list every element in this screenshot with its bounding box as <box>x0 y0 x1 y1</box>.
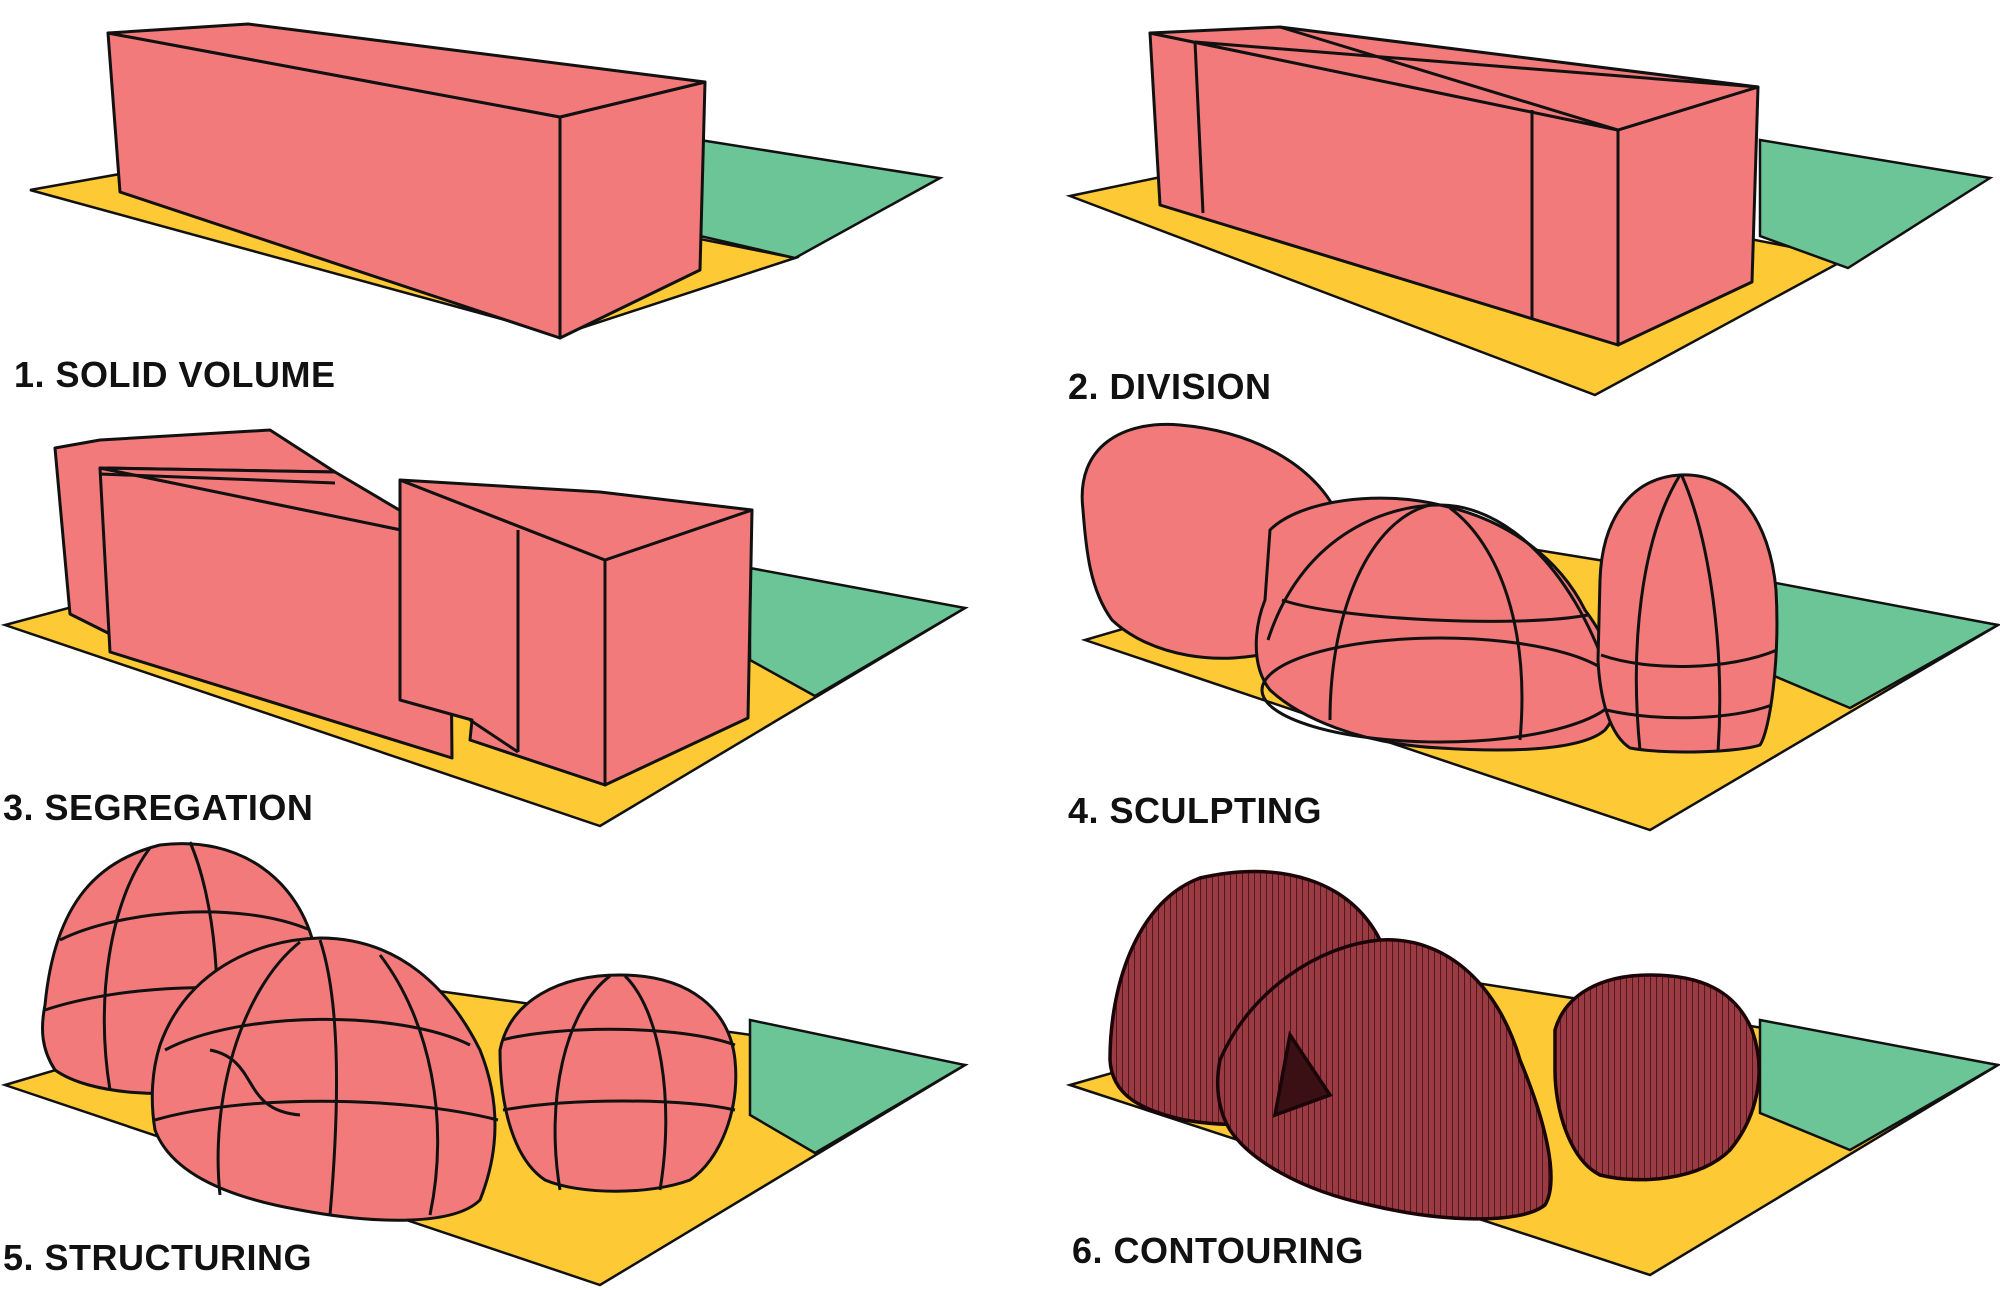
ground-secondary-plane <box>1758 138 1994 270</box>
gap-notch <box>469 718 519 754</box>
right-grid-a <box>501 1027 736 1047</box>
sculpted-dome-middle <box>1254 496 1620 752</box>
sculpted-forms <box>1080 422 1779 754</box>
block-side-face <box>558 80 707 340</box>
contoured-forms <box>1108 869 1761 1221</box>
left-grid-a <box>59 910 311 942</box>
middle-grid-d <box>318 939 339 1216</box>
contoured-form-middle <box>1215 938 1553 1221</box>
middle-block-top-edge <box>99 472 336 485</box>
right-grid-d <box>623 974 668 1191</box>
left-grid-c <box>102 847 152 1091</box>
panel-label-solid-volume: 1. SOLID VOLUME <box>14 354 336 395</box>
ground-secondary-plane <box>698 138 944 260</box>
division-line-top-a <box>1194 40 1759 89</box>
egg-meridian-a <box>1634 474 1682 751</box>
middle-grid-a <box>164 1017 471 1052</box>
block-top-face <box>106 22 707 119</box>
panel-label-segregation: 3. SEGREGATION <box>3 787 314 828</box>
solid-volume-block <box>106 22 707 340</box>
panel-label-division: 2. DIVISION <box>1068 366 1272 407</box>
structured-form-right <box>498 973 738 1193</box>
division-line-top-b <box>1279 25 1619 132</box>
egg-parallel-a <box>1600 648 1778 668</box>
middle-block-top <box>98 466 452 542</box>
sculpted-egg-right <box>1596 473 1779 754</box>
panel-structuring <box>0 841 969 1287</box>
segregated-blocks <box>53 428 754 787</box>
middle-grid-b <box>154 1099 499 1122</box>
middle-grid-e <box>378 954 440 1216</box>
division-line-vertical-left <box>1193 41 1205 214</box>
ground-secondary-plane <box>748 566 969 698</box>
right-grid-b <box>502 1099 736 1112</box>
ground-secondary-plane <box>748 1018 969 1155</box>
structured-forms <box>40 841 738 1222</box>
right-grid-c <box>553 974 611 1191</box>
right-block-top <box>398 478 754 562</box>
panel-division <box>1065 25 1994 397</box>
contoured-form-right <box>1553 973 1761 1182</box>
divided-block <box>1148 25 1760 347</box>
egg-meridian-b <box>1680 475 1722 753</box>
dome-meridian-c <box>1449 506 1524 741</box>
contour-fold-shadow <box>1272 1030 1333 1118</box>
panel-sculpting <box>1080 422 2000 832</box>
dome-meridian-a <box>1266 503 1612 681</box>
panel-segregation <box>0 428 969 828</box>
dome-meridian-b <box>1328 503 1431 721</box>
middle-grid-fold <box>209 1048 301 1117</box>
middle-grid-c <box>216 940 301 1196</box>
structured-form-middle <box>150 936 497 1222</box>
panel-label-structuring: 5. STRUCTURING <box>3 1237 313 1278</box>
panel-label-contouring: 6. CONTOURING <box>1072 1230 1364 1271</box>
panel-solid-volume <box>29 22 944 340</box>
dome-parallel <box>1281 598 1589 623</box>
panel-contouring <box>1065 869 2000 1277</box>
panel-label-sculpting: 4. SCULPTING <box>1068 790 1323 831</box>
egg-parallel-b <box>1605 703 1773 720</box>
